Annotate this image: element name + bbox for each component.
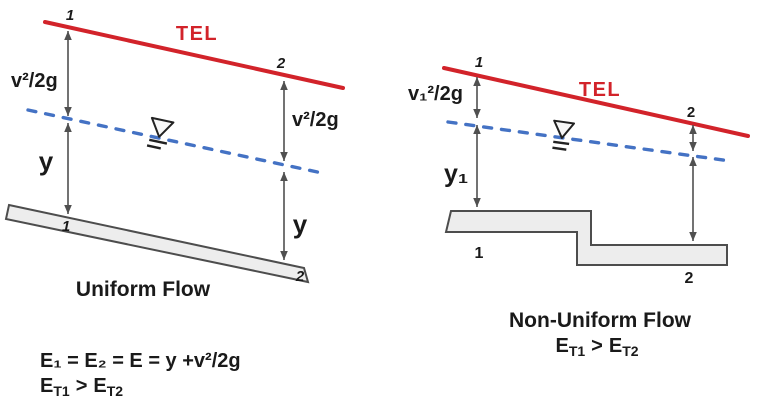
depth-label-section2-left: y [293, 209, 308, 239]
water-surface-triangle-icon [150, 116, 175, 138]
eq2-sub2: T2 [107, 383, 124, 399]
eq2-E1: E [40, 375, 53, 397]
bed-section2-label-left: 2 [295, 268, 305, 285]
eq2-E2: E [93, 375, 106, 397]
tel-label-right: TEL [579, 79, 621, 101]
section1-top-label-right: 1 [475, 54, 483, 71]
bed-section1-label-right: 1 [475, 245, 484, 262]
water-surface-tick-1 [149, 138, 168, 145]
water-surface-line-right [446, 120, 732, 163]
depth-label-section1-left: y [39, 146, 54, 176]
energy-equation-line1: E₁ = E₂ = E = y +v²/2g [40, 350, 241, 372]
eq-operator: > [591, 335, 603, 357]
tel-line-left [43, 20, 345, 90]
section2-top-label-right: 2 [687, 104, 695, 121]
water-surface-tick-2 [146, 144, 162, 150]
total-energy-inequality: ET1>ET2 [555, 335, 638, 359]
water-surface-tick-1 [553, 140, 570, 146]
uniform-flow-diagram: 1 TEL 2 v²/2g v²/2g y y 1 2 Uniform Flow… [4, 7, 345, 399]
depth-label-section1-right: y₁ [444, 160, 468, 188]
bed-section2-label-right: 2 [685, 270, 694, 287]
eq2-sub1: T1 [53, 383, 70, 399]
water-surface-tick-2 [552, 146, 567, 151]
eq-E1: E [555, 335, 568, 357]
velocity-head-label-section1-right: v₁²/2g [408, 83, 463, 105]
non-uniform-flow-title: Non-Uniform Flow [509, 309, 692, 332]
water-surface-line-left [26, 108, 324, 175]
section2-top-label-left: 2 [276, 55, 286, 72]
energy-equation-line2: ET1>ET2 [40, 375, 123, 399]
uniform-flow-title: Uniform Flow [76, 278, 211, 301]
water-surface-symbol-left [146, 116, 175, 150]
channel-bed-right [444, 210, 728, 266]
eq-sub2: T2 [622, 343, 639, 359]
velocity-head-label-section2-left: v²/2g [292, 109, 339, 131]
channel-bed-left [4, 203, 310, 284]
non-uniform-flow-diagram: 1 v₁²/2g TEL 2 y₁ 1 2 Non-Uniform Flow E… [408, 54, 750, 359]
water-surface-triangle-icon [553, 119, 576, 139]
tel-line-right [442, 66, 750, 138]
section1-top-label-left: 1 [66, 7, 74, 24]
bed-section1-label-left: 1 [62, 218, 70, 235]
velocity-head-label-section1-left: v²/2g [11, 70, 58, 92]
eq-E2: E [609, 335, 622, 357]
tel-label-left: TEL [176, 23, 218, 45]
energy-equation-line1-text: E₁ = E₂ = E = y +v²/2g [40, 350, 241, 372]
eq-sub1: T1 [569, 343, 586, 359]
water-surface-symbol-right [552, 119, 576, 151]
eq2-operator: > [76, 375, 88, 397]
